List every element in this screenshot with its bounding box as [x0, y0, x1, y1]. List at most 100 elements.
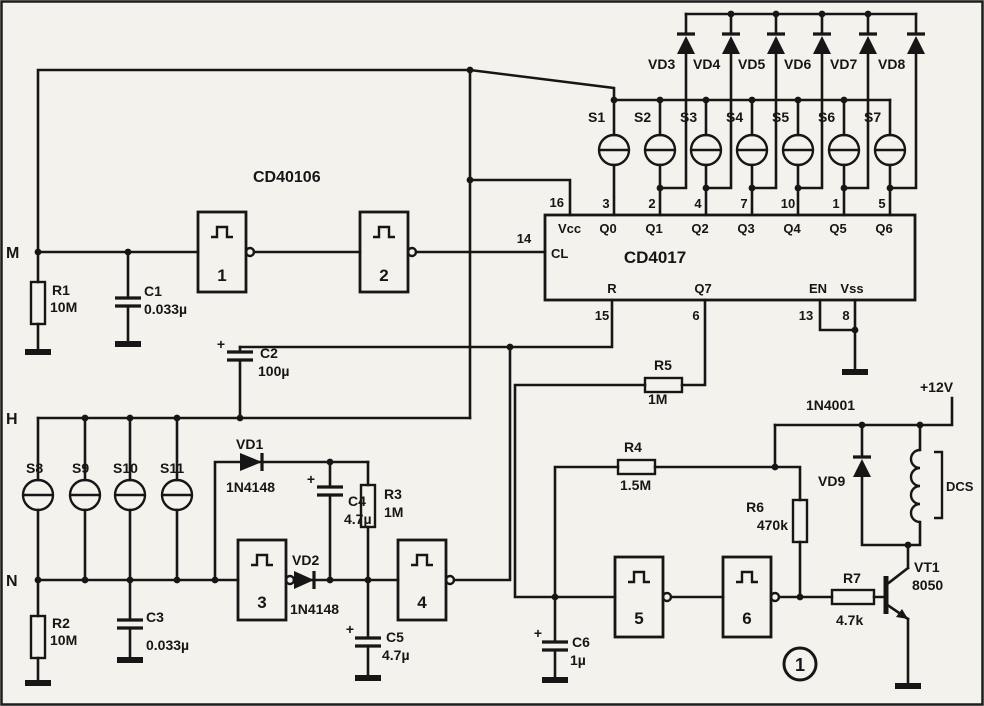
diode-icon [722, 36, 740, 54]
pin-num-4: 4 [694, 196, 702, 211]
capacitor-c6: + C6 1µ [534, 595, 590, 683]
label-s10: S10 [113, 460, 138, 476]
label-s9: S9 [72, 460, 89, 476]
diode-icon [813, 36, 831, 54]
diode-vd2: VD2 1N4148 [290, 552, 339, 617]
relay-bracket [934, 450, 944, 520]
switch-s8: S8 [21, 416, 55, 582]
resistor-r7: R7 4.7k [830, 570, 876, 628]
pin-num-8: 8 [842, 308, 849, 323]
resistor-r4: R4 1.5M [616, 439, 657, 493]
label-c2: C2 [260, 345, 278, 361]
value-c4: 4.7µ [344, 511, 372, 527]
capacitor-c1: C1 0.033µ [115, 250, 187, 347]
schmitt-icon [736, 570, 758, 584]
label-s6: S6 [818, 109, 835, 125]
value-c6: 1µ [570, 652, 586, 668]
pin-name-q7: Q7 [694, 281, 711, 296]
value-c3: 0.033µ [146, 637, 189, 653]
gate-6: 6 [721, 555, 781, 639]
inverter-bubble-icon [444, 574, 456, 586]
label-r1: R1 [52, 282, 70, 298]
label-s2: S2 [634, 109, 651, 125]
label-r4: R4 [624, 439, 642, 455]
ic-cd4017: CD4017 Vcc Q0 Q1 Q2 Q3 Q4 Q5 Q6 CL R Q7 … [517, 195, 917, 375]
label-s3: S3 [680, 109, 697, 125]
value-r4: 1.5M [620, 477, 651, 493]
resistor-icon [791, 498, 809, 544]
resistor-r6: R6 470k [746, 498, 809, 544]
gate-2-number: 2 [379, 266, 388, 285]
value-r3: 1M [384, 504, 403, 520]
diode-vd9: VD9 1N4001 [806, 397, 871, 489]
polarity-c6: + [534, 625, 542, 641]
pin-num-6: 6 [692, 308, 699, 323]
ic-cd4017-body [543, 213, 917, 302]
diode-icon [859, 36, 877, 54]
pin-name-q4: Q4 [783, 221, 801, 236]
relay-dcs: DCS [909, 448, 974, 524]
capacitor-icon [355, 636, 381, 648]
label-vd3: VD3 [648, 56, 675, 72]
capacitor-icon [317, 485, 343, 497]
figure-circle-icon [782, 646, 818, 682]
node-n: N [6, 573, 18, 590]
capacitor-icon [117, 618, 143, 630]
label-vd6: VD6 [784, 56, 811, 72]
label-vd5: VD5 [738, 56, 765, 72]
pin-num-3: 3 [602, 196, 609, 211]
pin-num-2: 2 [648, 196, 655, 211]
inverter-bubble-icon [406, 246, 418, 258]
pin-name-r: R [607, 281, 617, 296]
diode-icon [853, 459, 871, 477]
pin-name-q0: Q0 [599, 221, 616, 236]
diode-icon [240, 453, 262, 471]
diode-vd3-wire [658, 12, 688, 190]
switch-s10: S10 [113, 416, 147, 582]
value-c2: 100µ [258, 363, 289, 379]
value-r5: 1M [648, 391, 667, 407]
switch-s2: S2 [634, 98, 677, 217]
diode-vd8: VD8 [878, 12, 925, 190]
label-s5: S5 [772, 109, 789, 125]
pin-name-q3: Q3 [737, 221, 754, 236]
net-reset [238, 298, 614, 582]
junction-dots [34, 10, 924, 601]
diode-vd8-wire [888, 12, 918, 190]
label-c4: C4 [348, 493, 366, 509]
resistor-icon [643, 376, 684, 394]
value-c5: 4.7µ [382, 647, 410, 663]
capacitor-c3: C3 0.033µ [117, 578, 189, 663]
type-vt1: 8050 [912, 577, 943, 593]
ic-cd4017-label: CD4017 [624, 248, 686, 267]
label-vd1: VD1 [236, 436, 263, 452]
net-supply-left-rail [36, 68, 616, 420]
label-s1: S1 [588, 109, 605, 125]
inverter-bubble-icon [769, 591, 781, 603]
label-vd9: VD9 [818, 473, 845, 489]
type-vd9: 1N4001 [806, 397, 855, 413]
polarity-c2: + [217, 336, 225, 352]
pin-num-5: 5 [878, 196, 885, 211]
resistor-icon [616, 458, 657, 476]
polarity-c4: + [307, 471, 315, 487]
label-c3: C3 [146, 609, 164, 625]
schmitt-icon [211, 225, 233, 239]
resistor-icon [830, 588, 876, 606]
gate-2: 2 [358, 210, 418, 294]
gate-4-number: 4 [417, 593, 427, 612]
capacitor-icon [542, 640, 568, 652]
label-c5: C5 [386, 629, 404, 645]
gate-5-number: 5 [634, 609, 643, 628]
value-r6: 470k [757, 517, 788, 533]
net-en-vss [818, 298, 857, 374]
gate-1-number: 1 [217, 266, 226, 285]
net-vd1-branch [213, 460, 370, 582]
schmitt-icon [411, 553, 433, 567]
pin-num-16: 16 [550, 195, 564, 210]
label-r5: R5 [654, 357, 672, 373]
pin-name-q5: Q5 [829, 221, 846, 236]
schmitt-icon [251, 553, 273, 567]
label-vd7: VD7 [830, 56, 857, 72]
